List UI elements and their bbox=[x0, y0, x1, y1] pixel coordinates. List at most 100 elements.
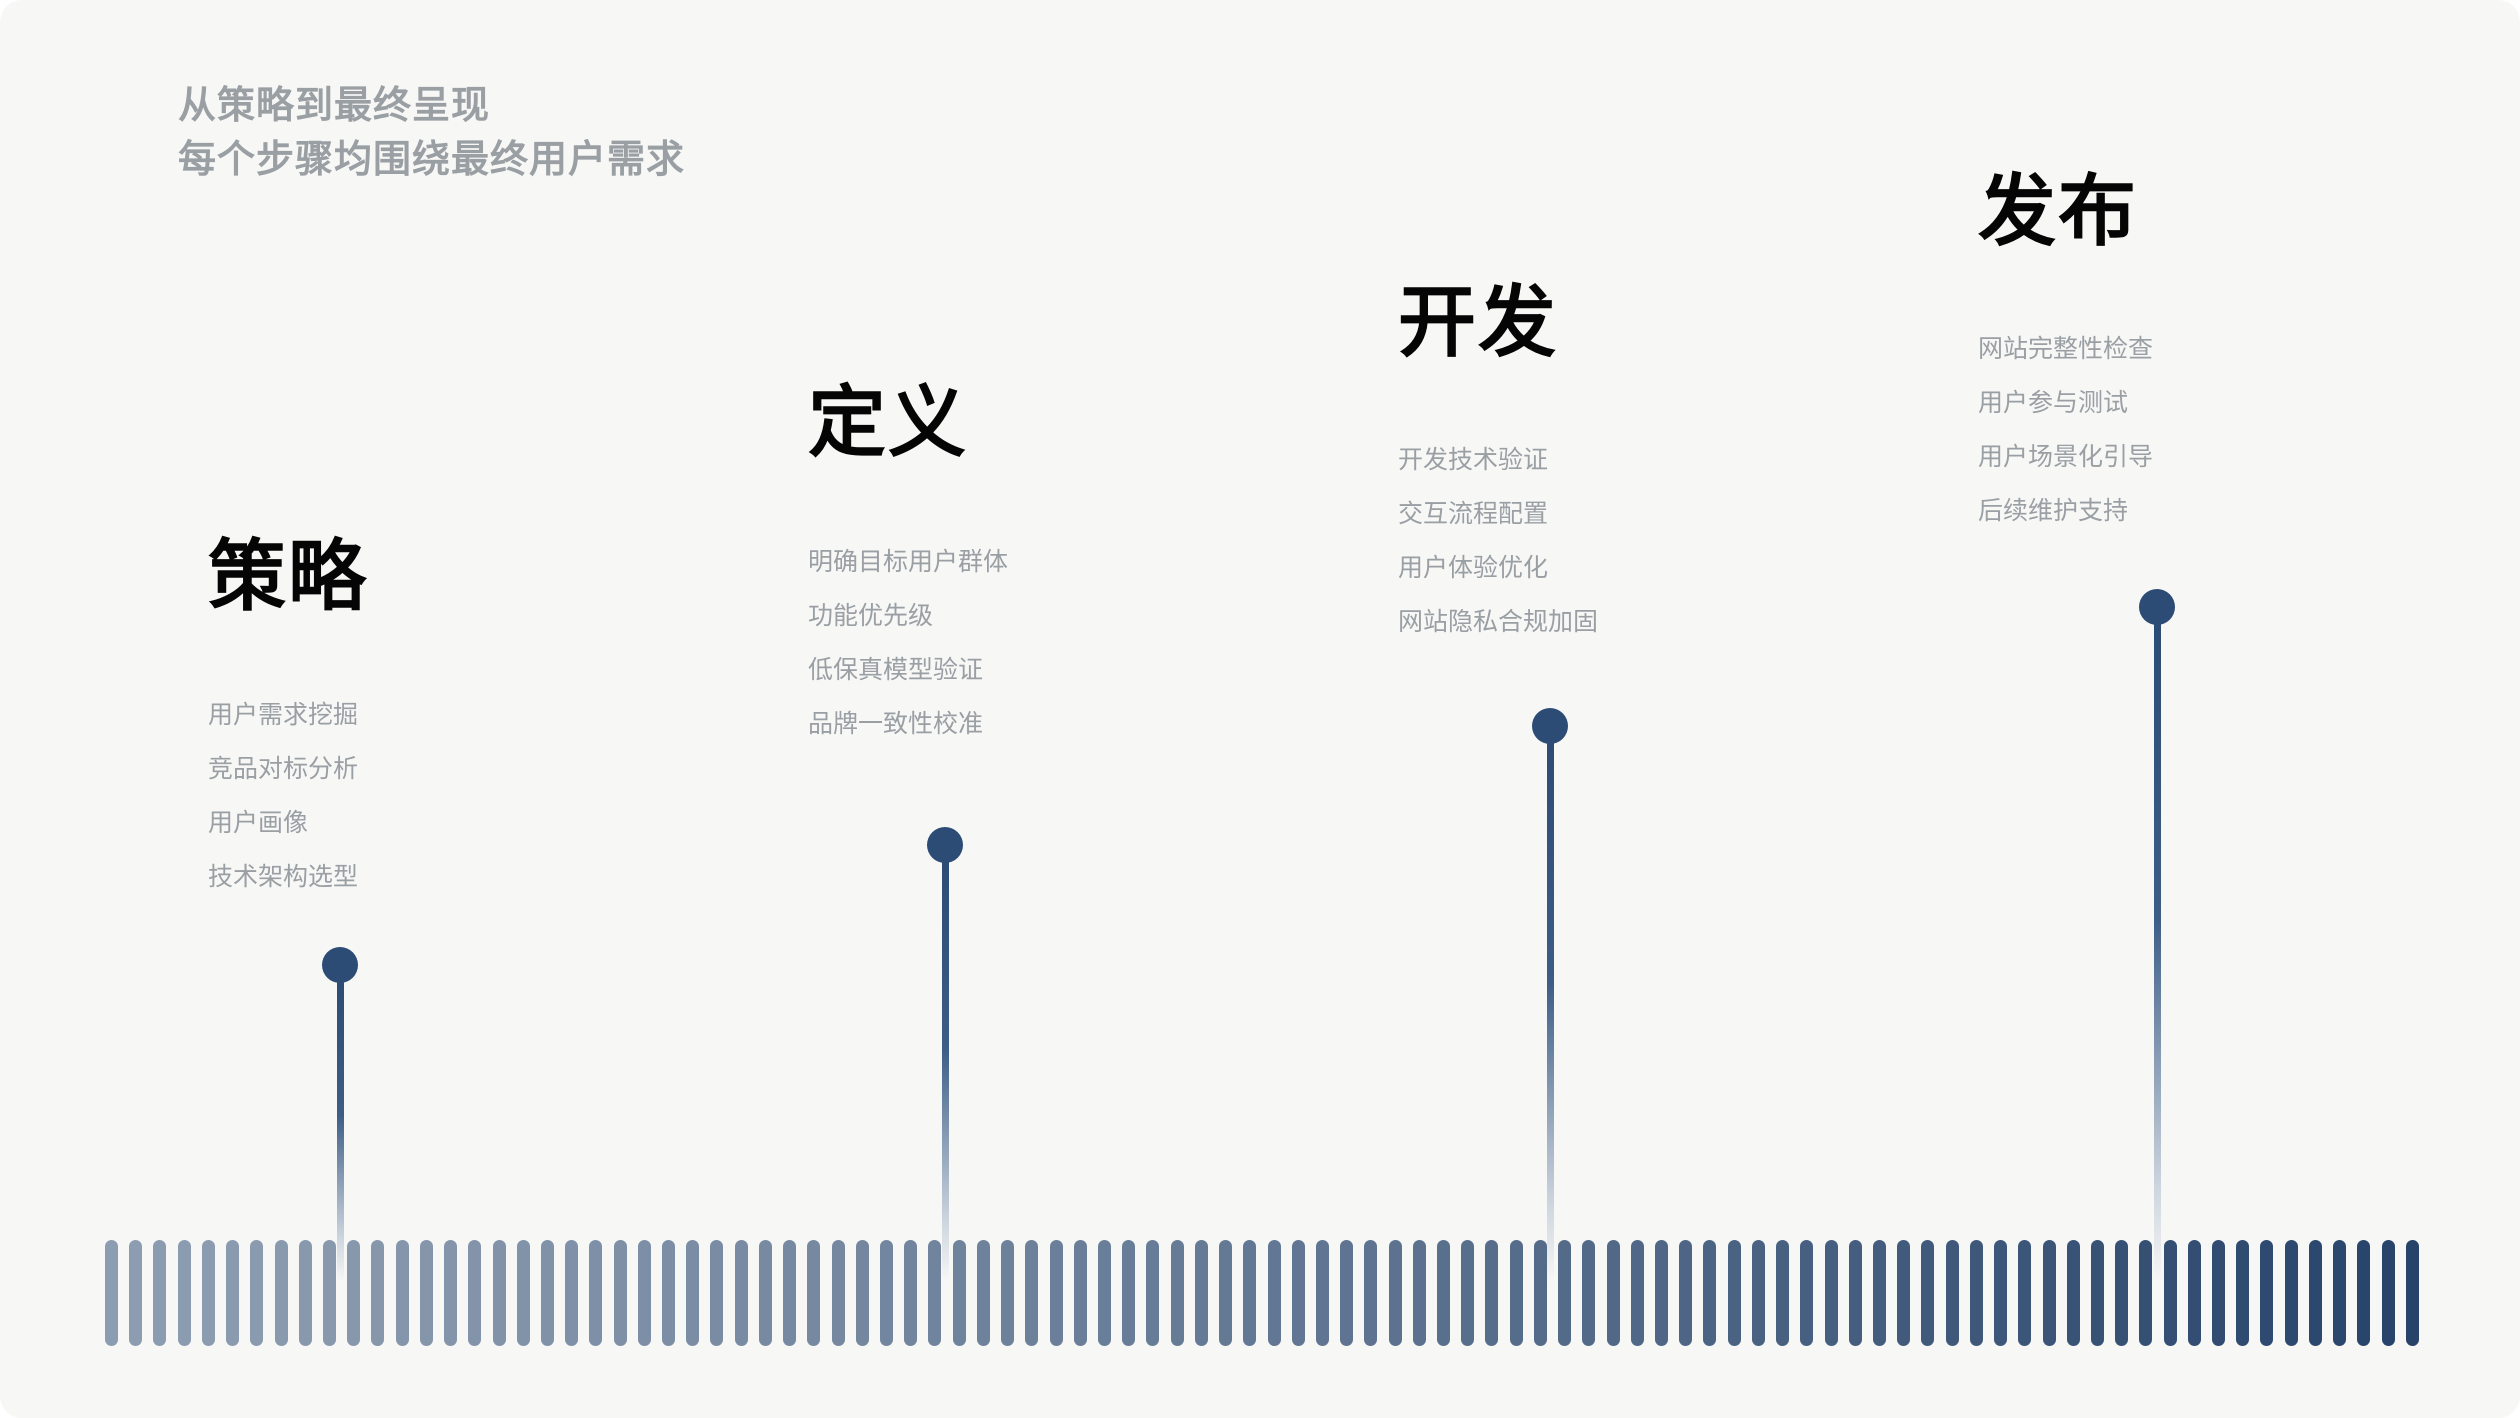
timeline-bar bbox=[153, 1240, 167, 1346]
timeline-bar bbox=[1122, 1240, 1136, 1346]
timeline-bar bbox=[1170, 1240, 1184, 1346]
timeline-stem bbox=[1546, 738, 1554, 1282]
timeline-bar bbox=[444, 1240, 458, 1346]
header-block: 从策略到最终呈现 每个步骤均围绕最终用户需求 bbox=[178, 80, 685, 188]
timeline-bar bbox=[2405, 1240, 2419, 1346]
timeline-bar bbox=[734, 1240, 748, 1346]
timeline-bar bbox=[880, 1240, 893, 1346]
timeline-bar bbox=[1461, 1240, 1475, 1346]
timeline-bar bbox=[952, 1240, 966, 1346]
timeline-bar bbox=[2308, 1240, 2322, 1346]
timeline-bar bbox=[177, 1240, 191, 1346]
timeline-bar bbox=[2018, 1240, 2032, 1346]
timeline-bar bbox=[928, 1240, 942, 1346]
timeline-bar bbox=[565, 1240, 579, 1346]
timeline-bar bbox=[1969, 1240, 1983, 1346]
timeline-bar bbox=[2042, 1240, 2056, 1346]
timeline-bar bbox=[1533, 1240, 1547, 1346]
timeline-bar bbox=[1582, 1240, 1596, 1346]
list-item: 品牌一致性校准 bbox=[808, 710, 984, 738]
list-item: 后续维护支持 bbox=[1978, 497, 2129, 525]
timeline-bar bbox=[2381, 1240, 2395, 1346]
timeline-bar bbox=[2163, 1240, 2177, 1346]
timeline-bar bbox=[468, 1240, 482, 1346]
list-item: 用户场景化引导 bbox=[1978, 443, 2154, 471]
timeline-bar bbox=[516, 1240, 530, 1346]
timeline-bar bbox=[662, 1240, 676, 1346]
timeline-bar bbox=[831, 1240, 845, 1346]
list-item: 技术架构选型 bbox=[208, 863, 359, 891]
timeline-bar bbox=[1219, 1240, 1233, 1346]
timeline-bar bbox=[1437, 1240, 1451, 1346]
timeline-bar bbox=[1146, 1240, 1160, 1346]
timeline-bar bbox=[371, 1240, 385, 1346]
timeline-stem bbox=[941, 857, 949, 1282]
list-item: 用户体验优化 bbox=[1398, 554, 1549, 582]
timeline-bar bbox=[274, 1240, 288, 1346]
timeline-bar bbox=[1049, 1240, 1063, 1346]
timeline-bar bbox=[395, 1240, 409, 1346]
timeline-bar bbox=[1921, 1240, 1935, 1346]
milestone-develop-items: 开发技术验证 交互流程配置 用户体验优化 网站隐私合规加固 bbox=[1398, 448, 1598, 664]
timeline-bar bbox=[686, 1240, 700, 1346]
timeline-bar bbox=[1097, 1240, 1111, 1346]
timeline-bar bbox=[1872, 1240, 1886, 1346]
timeline-bar bbox=[1243, 1240, 1257, 1346]
timeline-bar bbox=[2187, 1240, 2201, 1346]
milestone-strategy-title: 策略 bbox=[208, 532, 369, 620]
timeline-bar bbox=[1412, 1240, 1426, 1346]
timeline-bar bbox=[1751, 1240, 1765, 1346]
timeline-bar bbox=[1679, 1240, 1693, 1346]
milestone-define-title: 定义 bbox=[808, 378, 969, 466]
timeline-bar bbox=[637, 1240, 651, 1346]
timeline-bar bbox=[976, 1240, 990, 1346]
timeline-bar bbox=[1945, 1240, 1959, 1346]
milestone-develop-title: 开发 bbox=[1398, 278, 1559, 366]
timeline-bar bbox=[613, 1240, 627, 1346]
timeline-bar bbox=[1727, 1240, 1741, 1346]
timeline-bar bbox=[2090, 1240, 2104, 1346]
milestone-strategy-items: 用户需求挖掘 竞品对标分析 用户画像 技术架构选型 bbox=[208, 703, 358, 919]
timeline-bar bbox=[540, 1240, 554, 1346]
header-line-1: 从策略到最终呈现 bbox=[178, 85, 491, 127]
timeline-bar bbox=[783, 1240, 797, 1346]
timeline-bar bbox=[1364, 1240, 1378, 1346]
timeline-bar bbox=[904, 1240, 918, 1346]
list-item: 开发技术验证 bbox=[1398, 446, 1549, 474]
timeline-bar bbox=[1267, 1240, 1281, 1346]
timeline-bar bbox=[1655, 1240, 1668, 1346]
timeline-bar bbox=[1315, 1240, 1329, 1346]
milestone-release-items: 网站完整性检查 用户参与测试 用户场景化引导 后续维护支持 bbox=[1978, 337, 2153, 553]
timeline-bar bbox=[1606, 1240, 1620, 1346]
timeline-bar bbox=[1001, 1240, 1015, 1346]
timeline-bar bbox=[1558, 1240, 1572, 1346]
timeline-bar bbox=[1388, 1240, 1402, 1346]
timeline-bar bbox=[2357, 1240, 2371, 1346]
timeline-bar bbox=[1703, 1240, 1717, 1346]
timeline-bar bbox=[105, 1240, 118, 1346]
timeline-bar bbox=[419, 1240, 433, 1346]
list-item: 低保真模型验证 bbox=[808, 656, 984, 684]
timeline-bar bbox=[2260, 1240, 2274, 1346]
timeline-stem bbox=[2153, 619, 2161, 1282]
timeline-bar bbox=[2236, 1240, 2250, 1346]
list-item: 用户需求挖掘 bbox=[208, 701, 359, 729]
timeline-bar bbox=[1025, 1240, 1039, 1346]
timeline-bar bbox=[2115, 1240, 2129, 1346]
timeline-bar bbox=[1291, 1240, 1305, 1346]
timeline-bar bbox=[1800, 1240, 1814, 1346]
list-item: 明确目标用户群体 bbox=[808, 548, 1009, 576]
timeline-bar bbox=[2333, 1240, 2347, 1346]
timeline-bar bbox=[1509, 1240, 1523, 1346]
list-item: 交互流程配置 bbox=[1398, 500, 1549, 528]
list-item: 用户参与测试 bbox=[1978, 389, 2129, 417]
timeline-bar bbox=[1340, 1240, 1354, 1346]
milestone-release-title: 发布 bbox=[1978, 167, 2139, 255]
list-item: 网站完整性检查 bbox=[1978, 335, 2154, 363]
timeline-bar bbox=[807, 1240, 821, 1346]
timeline-bar bbox=[1994, 1240, 2008, 1346]
timeline-bar bbox=[322, 1240, 336, 1346]
timeline-bar bbox=[2066, 1240, 2080, 1346]
milestone-define-items: 明确目标用户群体 功能优先级 低保真模型验证 品牌一致性校准 bbox=[808, 550, 1008, 766]
list-item: 功能优先级 bbox=[808, 602, 934, 630]
